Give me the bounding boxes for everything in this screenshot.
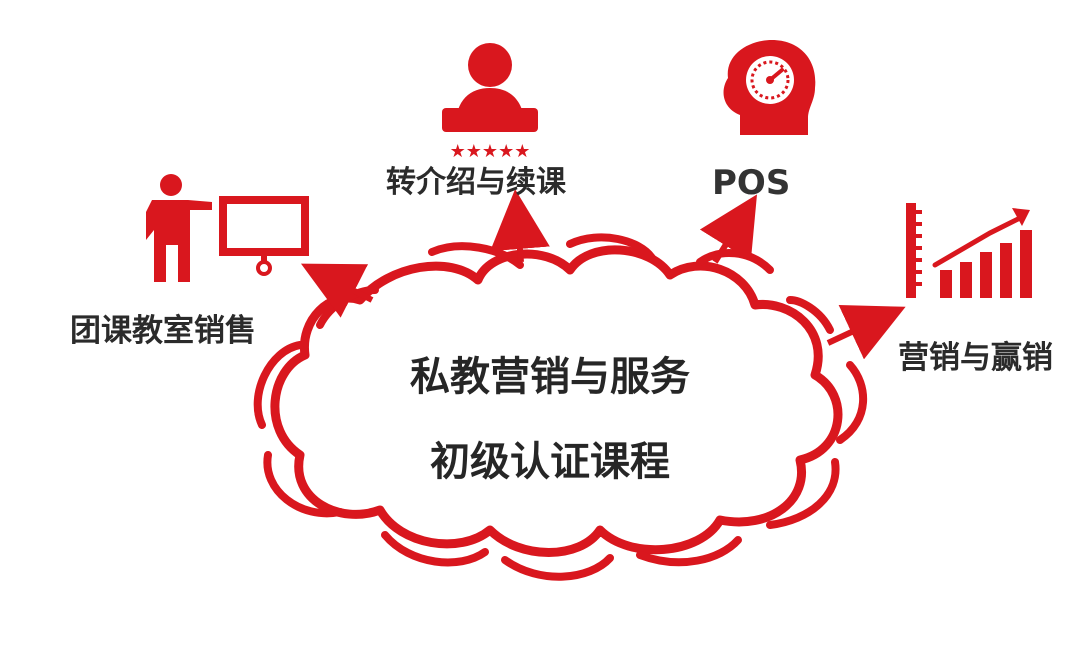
rising-bar-chart-icon <box>906 203 1032 298</box>
center-title-line2: 初级认证课程 <box>430 439 670 485</box>
cloud-fragment-right-upper <box>786 296 834 334</box>
arrow-to-group-class-sales <box>300 263 374 318</box>
topic-pos: POS <box>712 163 791 203</box>
topic-group-class-sales: 团课教室销售 <box>70 313 256 349</box>
cloud-fragment-right <box>836 361 867 444</box>
cloud-outline <box>270 245 843 557</box>
cloud-fragment-bottom-mid <box>501 554 614 581</box>
topic-referral-renewal: 转介绍与续课 <box>386 165 566 200</box>
cloud-fragment-bottom-right <box>636 536 742 567</box>
person-five-stars-icon: ★★★★★ <box>442 43 538 162</box>
cloud-fragment-left-lower <box>263 451 344 518</box>
topic-marketing-sales: 营销与赢销 <box>898 340 1053 376</box>
cloud-fragment-right-lower <box>766 458 840 529</box>
head-gauge-icon <box>723 40 816 135</box>
presenter-board-icon <box>146 174 309 282</box>
cloud-fragment-bottom-left <box>381 531 489 567</box>
arrow-to-pos <box>699 194 758 264</box>
cloud-fragment-left <box>253 341 304 429</box>
center-title-line1: 私教营销与服务 <box>410 354 690 400</box>
arrow-to-marketing-sales <box>826 304 906 360</box>
cloud-fragment-top-left <box>428 242 524 269</box>
cloud-fragment-top-mid <box>566 233 656 262</box>
arrow-to-referral-renewal <box>490 189 550 263</box>
svg-text:★★★★★: ★★★★★ <box>450 141 531 162</box>
